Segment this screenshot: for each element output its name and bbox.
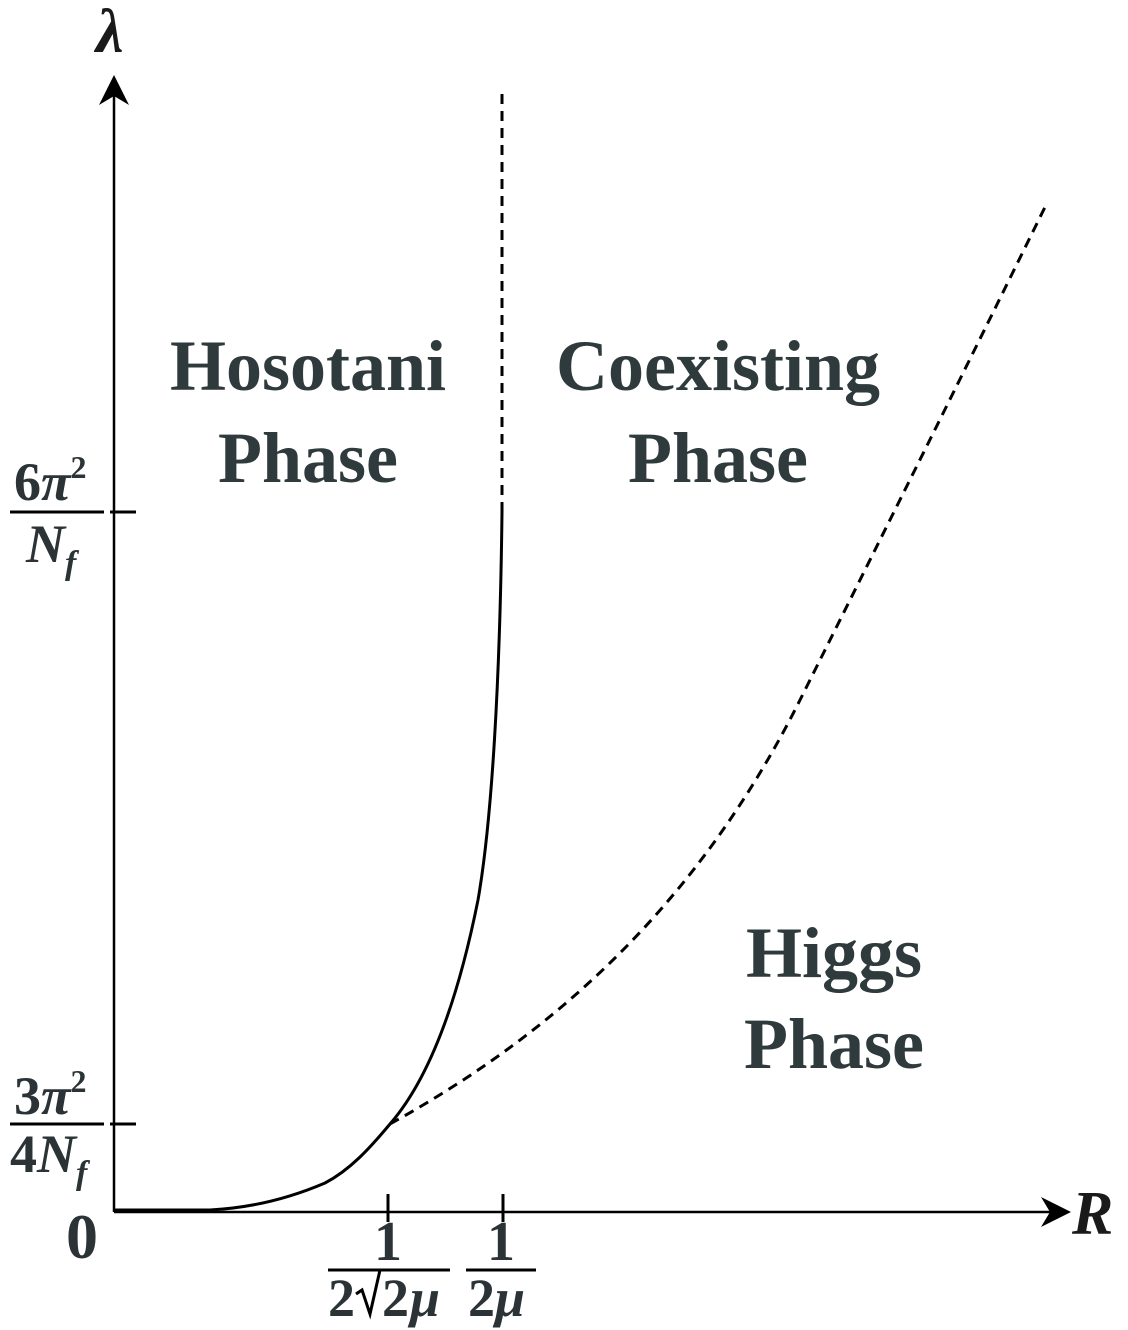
svg-text:1: 1: [374, 1211, 402, 1273]
origin-label: 0: [66, 1201, 98, 1272]
svg-text:Phase: Phase: [218, 418, 398, 498]
svg-text:2μ: 2μ: [468, 1268, 525, 1328]
x-tick-label-1-over-2mu: 1 2μ: [466, 1211, 536, 1328]
svg-text:1: 1: [487, 1211, 515, 1273]
svg-text:Nf: Nf: [25, 514, 80, 582]
svg-text:Higgs: Higgs: [746, 913, 922, 993]
dashed-coexisting-higgs-boundary: [389, 202, 1049, 1126]
svg-text:2: 2: [382, 1268, 409, 1328]
solid-phase-boundary: [114, 511, 504, 1212]
svg-text:Phase: Phase: [628, 418, 808, 498]
higgs-phase-label: Higgs Phase: [744, 913, 924, 1084]
svg-text:3π2: 3π2: [14, 1063, 86, 1126]
svg-text:2: 2: [328, 1268, 355, 1328]
svg-text:Coexisting: Coexisting: [556, 326, 880, 406]
svg-text:Hosotani: Hosotani: [170, 326, 446, 406]
svg-text:6π2: 6π2: [14, 449, 86, 512]
y-tick-label-6pi2-over-nf: 6π2 Nf: [10, 449, 104, 582]
coexisting-phase-label: Coexisting Phase: [556, 326, 880, 498]
x-axis-label: R: [1071, 1180, 1113, 1248]
svg-text:μ: μ: [407, 1268, 440, 1328]
hosotani-phase-label: Hosotani Phase: [170, 326, 446, 498]
svg-text:4Nf: 4Nf: [10, 1124, 91, 1192]
y-tick-label-3pi2-over-4nf: 3π2 4Nf: [10, 1063, 104, 1192]
svg-text:Phase: Phase: [744, 1004, 924, 1084]
y-axis-label: λ: [93, 0, 124, 66]
x-tick-label-1-over-2root2mu: 1 2 2 μ: [328, 1211, 450, 1328]
